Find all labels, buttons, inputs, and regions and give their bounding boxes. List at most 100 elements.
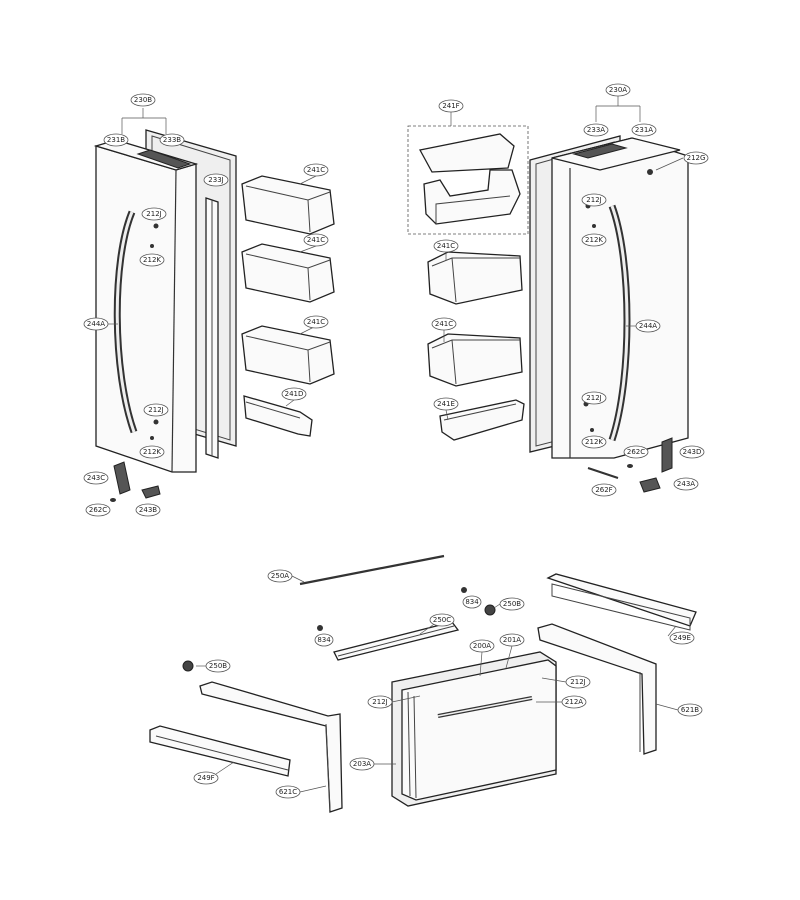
callout-text: 262F [595, 486, 612, 494]
callout-text: 203A [353, 760, 371, 768]
callout-text: 212J [586, 394, 601, 402]
left-hinge-243C [113, 461, 131, 495]
callout-text: 212G [687, 154, 706, 162]
freezer-drawer-assembly [149, 554, 697, 813]
callout-text: 212J [372, 698, 387, 706]
callout-212K-l2: 212K [139, 445, 165, 459]
callout-212J-b2: 212J [565, 675, 591, 689]
callout-212J-r2: 212J [581, 391, 607, 405]
callout-text: 233A [587, 126, 605, 134]
callout-203A: 203A [349, 757, 375, 771]
left-door-cap [136, 149, 192, 169]
callout-241C-5: 241C [431, 317, 457, 331]
callout-text: 250B [209, 662, 227, 670]
callout-621B: 621B [677, 703, 703, 717]
callout-text: 212A [565, 698, 583, 706]
callout-text: 200A [473, 642, 491, 650]
callout-text: 621C [279, 788, 297, 796]
callout-200A: 200A [469, 639, 495, 653]
callout-text: 834 [465, 598, 479, 606]
bin-241D [243, 395, 313, 437]
callout-text: 243A [677, 480, 695, 488]
callout-text: 212K [143, 256, 161, 264]
callout-text: 201A [503, 636, 521, 644]
callout-text: 241C [435, 320, 453, 328]
left-door-assembly [93, 129, 237, 502]
callout-250C: 250C [429, 613, 455, 627]
slide-249F [149, 725, 291, 777]
callout-text: 241C [307, 236, 325, 244]
callout-249E: 249E [669, 631, 695, 645]
callout-text: 230B [134, 96, 152, 104]
callout-text: 834 [317, 636, 331, 644]
callout-text: 241C [307, 166, 325, 174]
callout-250B-1: 250B [499, 597, 525, 611]
rail-249E [546, 573, 697, 627]
callout-249F: 249F [193, 771, 219, 785]
callout-text: 231A [635, 126, 653, 134]
callout-262F: 262F [591, 483, 617, 497]
right-hinge-243D [661, 437, 673, 473]
callout-text: 241E [437, 400, 455, 408]
callout-212K-l1: 212K [139, 253, 165, 267]
callout-233J: 233J [203, 173, 229, 187]
callout-241C-2: 241C [303, 233, 329, 247]
right-door-assembly [529, 135, 689, 493]
leader-lines [108, 96, 684, 793]
callout-text: 241C [437, 242, 455, 250]
callout-243D: 243D [679, 445, 705, 459]
callout-text: 262C [627, 448, 645, 456]
callout-text: 244A [639, 322, 657, 330]
callout-834-2: 834 [314, 633, 334, 647]
callout-621C: 621C [275, 785, 301, 799]
callouts: 230B 231B 233B 233J 241C 241C 241C 241D … [83, 83, 709, 799]
left-door-bins [241, 175, 335, 437]
callout-text: 243C [87, 474, 105, 482]
callout-241C-3: 241C [303, 315, 329, 329]
right-door-cap [572, 143, 628, 159]
callout-text: 249F [197, 774, 214, 782]
bin-241E [439, 399, 525, 441]
drawer-front [401, 659, 557, 801]
callout-243A: 243A [673, 477, 699, 491]
callout-250B-2: 250B [205, 659, 231, 673]
callout-text: 212K [585, 438, 603, 446]
callout-230A: 230A [605, 83, 631, 97]
callout-212K-r1: 212K [581, 233, 607, 247]
right-hinge-243A [639, 477, 661, 493]
callout-text: 262C [89, 506, 107, 514]
callout-241C-1: 241C [303, 163, 329, 177]
callout-text: 249E [673, 634, 691, 642]
callout-text: 212K [143, 448, 161, 456]
left-door-panel [95, 145, 197, 473]
callout-230B: 230B [130, 93, 156, 107]
callout-243C: 243C [83, 471, 109, 485]
callout-text: 241C [307, 318, 325, 326]
bin-241C-1 [241, 175, 335, 235]
callout-text: 243B [139, 506, 157, 514]
callout-262C-l: 262C [85, 503, 111, 517]
callout-241F: 241F [438, 99, 464, 113]
callout-241E: 241E [433, 397, 459, 411]
right-door-top-edge [551, 137, 681, 171]
callout-212J-l1: 212J [141, 207, 167, 221]
callout-250A: 250A [267, 569, 293, 583]
callout-212J-l2: 212J [143, 403, 169, 417]
callout-text: 250B [503, 600, 521, 608]
callout-243B: 243B [135, 503, 161, 517]
callout-text: 212J [586, 196, 601, 204]
callout-text: 250C [433, 616, 451, 624]
callout-233A: 233A [583, 123, 609, 137]
bracket-621B [537, 623, 657, 755]
callout-text: 233J [208, 176, 223, 184]
callout-text: 212J [148, 406, 163, 414]
bracket-621C [199, 681, 343, 813]
callout-241C-4: 241C [433, 239, 459, 253]
left-hinge-243B [141, 485, 161, 499]
callout-834-1: 834 [462, 595, 482, 609]
callout-text: 230A [609, 86, 627, 94]
callout-231A: 231A [631, 123, 657, 137]
bin-241C-3 [241, 325, 335, 385]
